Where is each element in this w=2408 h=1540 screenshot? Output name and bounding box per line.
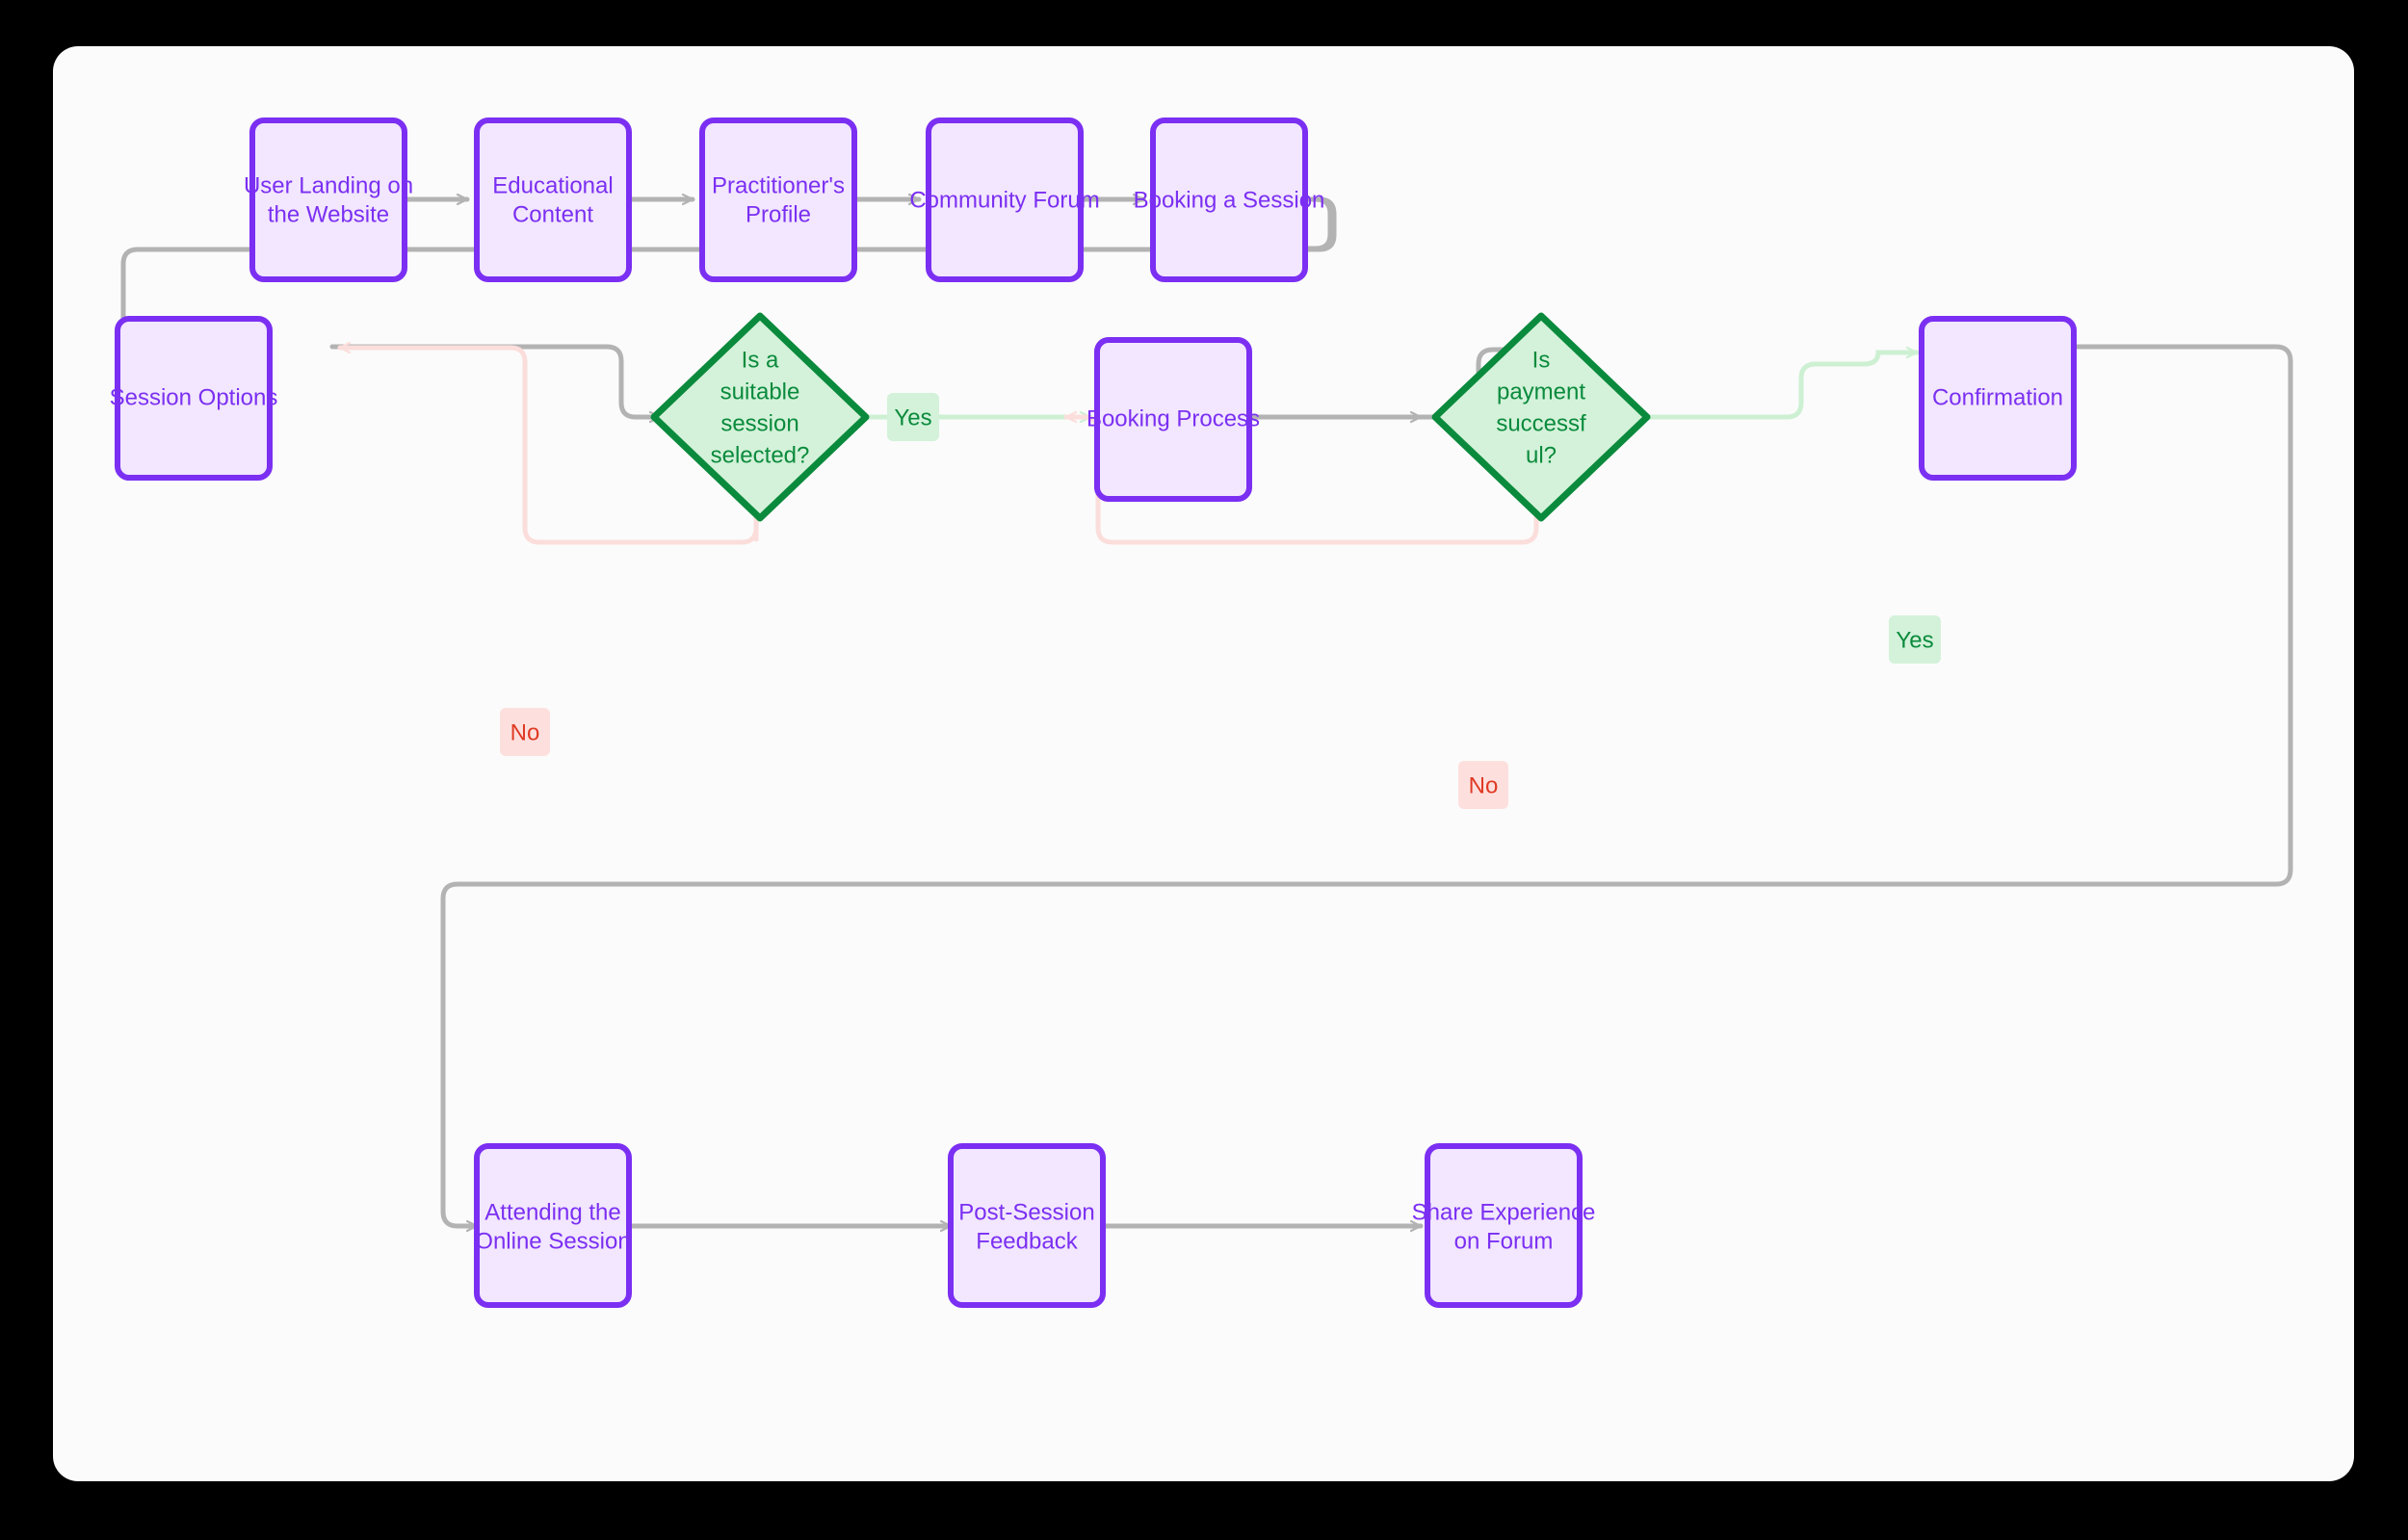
node-bookproc-line-0: Booking Process (1086, 405, 1260, 431)
node-landing[interactable]: User Landing on the Website (244, 117, 413, 282)
edge-options-suitable (329, 344, 663, 417)
node-payment-line-3: ul? (1526, 442, 1557, 468)
node-payment-line-1: payment (1497, 378, 1585, 405)
edge-label-no-suitable: No (500, 708, 550, 756)
edge-label-yes-payment-text: Yes (1896, 627, 1933, 653)
node-education-line-1: Content (512, 201, 593, 227)
flowchart-canvas[interactable]: User Landing on the Website Educational … (53, 46, 2354, 1481)
edge-label-yes-suitable: Yes (887, 393, 939, 441)
node-suitable-line-3: selected? (711, 442, 810, 468)
node-education[interactable]: Educational Content (474, 117, 632, 282)
node-share[interactable]: Share Experience on Forum (1412, 1143, 1596, 1308)
edge-suitable-no-return (337, 348, 759, 545)
edge-label-no-payment-text: No (1469, 772, 1499, 798)
node-suitable-decision[interactable]: Is a suitable session selected? (650, 312, 870, 522)
node-attending-line-1: Online Session (475, 1228, 630, 1254)
edge-payment-confirmation-yes (1639, 352, 1920, 420)
node-education-line-0: Educational (492, 172, 613, 198)
node-attending[interactable]: Attending the Online Session (474, 1143, 632, 1308)
node-confirmation[interactable]: Confirmation (1919, 316, 2077, 481)
node-options-line-0: Session Options (110, 384, 278, 410)
node-share-line-0: Share Experience (1412, 1199, 1596, 1225)
node-forum[interactable]: Community Forum (909, 117, 1100, 282)
node-profile[interactable]: Practitioner's Profile (699, 117, 857, 282)
node-suitable-line-2: session (720, 410, 798, 436)
node-forum-line-0: Community Forum (909, 187, 1099, 213)
edge-label-yes-suitable-text: Yes (894, 405, 931, 431)
node-suitable-line-1: suitable (720, 378, 800, 405)
node-payment-line-2: successf (1496, 410, 1586, 436)
node-feedback-line-0: Post-Session (958, 1199, 1094, 1225)
node-payment-line-0: Is (1532, 347, 1551, 373)
node-suitable-line-0: Is a (742, 347, 779, 373)
edge-payment-bookproc-no (1063, 417, 1539, 545)
edge-label-yes-payment: Yes (1889, 615, 1941, 664)
node-confirmation-line-0: Confirmation (1932, 384, 2063, 410)
node-landing-line-0: User Landing on (244, 172, 413, 198)
node-booking-line-0: Booking a Session (1134, 187, 1325, 213)
node-attending-line-0: Attending the (484, 1199, 620, 1225)
node-profile-line-0: Practitioner's (712, 172, 845, 198)
flowchart-svg[interactable]: User Landing on the Website Educational … (53, 46, 2354, 1481)
node-booking[interactable]: Booking a Session (1134, 117, 1325, 282)
edge-confirmation-attending (440, 344, 2293, 1226)
node-landing-line-1: the Website (268, 201, 389, 227)
node-options[interactable]: Session Options (110, 316, 278, 481)
node-profile-line-1: Profile (746, 201, 811, 227)
node-share-line-1: on Forum (1454, 1228, 1554, 1254)
node-booking-process[interactable]: Booking Process (1086, 337, 1260, 502)
node-feedback[interactable]: Post-Session Feedback (948, 1143, 1106, 1308)
edge-label-no-suitable-text: No (510, 719, 540, 745)
node-payment-decision[interactable]: Is payment successf ul? (1431, 312, 1651, 522)
node-feedback-line-1: Feedback (976, 1228, 1078, 1254)
edge-label-no-payment: No (1458, 761, 1508, 809)
